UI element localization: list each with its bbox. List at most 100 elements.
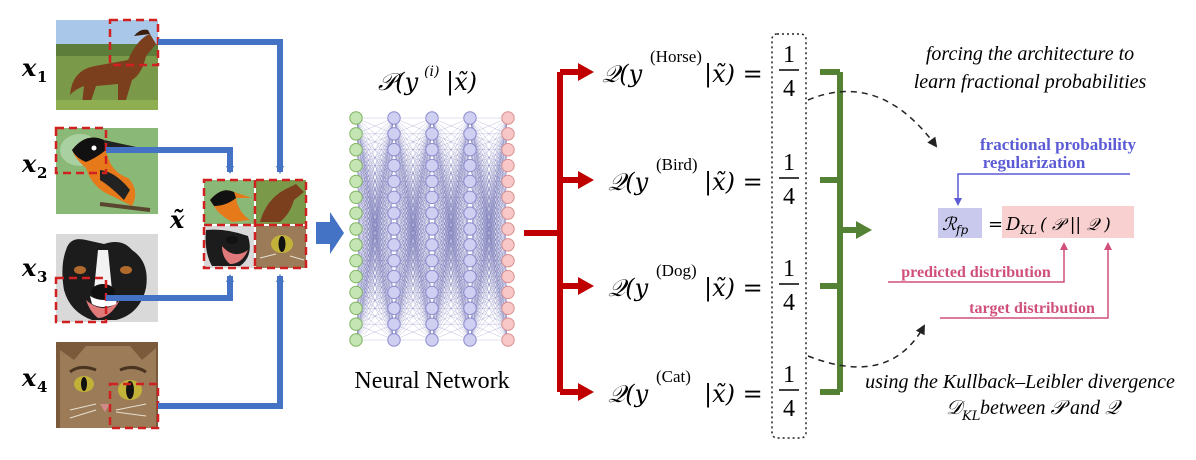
connector-dog: [106, 274, 234, 301]
nn-node-layer-5: [501, 222, 515, 236]
d-args: ( 𝒫 || 𝒬 ): [1040, 215, 1111, 235]
nn-edge: [355, 133, 395, 341]
nn-edge: [431, 117, 471, 245]
prob-label-tail: |x̃): [446, 68, 477, 97]
nn-edge: [431, 197, 471, 341]
nn-edge: [431, 117, 471, 261]
input-var-4: x: [21, 363, 37, 392]
input-var-2: x: [21, 149, 37, 178]
nn-node-layer-3: [425, 127, 439, 141]
connector-horse: [158, 39, 284, 174]
nn-node-layer-1: [349, 111, 363, 125]
nn-node-layer-3: [425, 222, 439, 236]
blue-connectors: [106, 39, 284, 409]
annotation-bottom-line2: 𝒟 KL between 𝒫 and 𝒬: [946, 395, 1123, 424]
red-output-tree: [524, 69, 580, 395]
dashed-arrow-bottom: [807, 324, 925, 368]
input-label-2: x 2: [21, 149, 47, 182]
nn-edge: [393, 181, 433, 341]
r-sub: fp: [955, 223, 968, 237]
nn-edge: [393, 117, 433, 325]
r-fp-box: [938, 208, 982, 238]
d-sub: KL: [1019, 223, 1037, 237]
annotation-dkl-sub: KL: [961, 409, 980, 424]
nn-node-layer-1: [349, 222, 363, 236]
nn-edge: [431, 323, 471, 341]
nn-node-layer-2: [387, 317, 401, 331]
output-tail-horse: |x̃) =: [704, 60, 763, 89]
nn-node-layer-4: [463, 238, 477, 252]
nn-edge: [355, 165, 395, 341]
nn-edge: [469, 117, 509, 277]
input-label-1: x 1: [21, 53, 47, 86]
reg-blue-connector: [954, 173, 1130, 206]
nn-edge: [355, 117, 395, 150]
nn-edge: [393, 308, 433, 341]
nn-edge: [431, 117, 471, 198]
nn-edge: [393, 292, 433, 341]
fractions: 1 4 1 4 1 4 1 4: [779, 42, 799, 422]
nn-edge: [355, 276, 395, 341]
nn-edge: [393, 117, 433, 182]
input-sub-1: 1: [37, 68, 47, 86]
nn-node-layer-3: [425, 285, 439, 300]
output-tail-dog: |x̃) =: [704, 274, 763, 303]
nn-node-layer-4: [463, 111, 477, 125]
frac-num-bird: 1: [783, 150, 795, 176]
nn-edge: [355, 117, 395, 293]
frac-den-bird: 4: [783, 184, 795, 210]
nn-node-layer-5: [501, 127, 515, 141]
frac-num-horse: 1: [783, 42, 795, 68]
nn-edge: [393, 117, 433, 245]
nn-edge: [355, 308, 395, 341]
nn-node-layer-2: [387, 111, 401, 125]
nn-edge: [469, 117, 509, 245]
annotation-bottom-line1: using the Kullback–Leibler divergence: [865, 371, 1175, 393]
nn-node-layer-5: [501, 317, 515, 331]
nn-node-layer-5: [501, 269, 515, 284]
annotation-top-line2: learn fractional probabilities: [914, 71, 1147, 93]
nn-edge: [431, 181, 471, 341]
nn-edge: [355, 260, 395, 341]
nn-edge: [469, 292, 509, 341]
nn-node-layer-5: [501, 111, 515, 125]
nn-node-layer-2: [387, 190, 401, 204]
frac-num-dog: 1: [783, 256, 795, 282]
nn-edge: [393, 213, 433, 341]
input-var-3: x: [21, 253, 37, 282]
nn-edge: [469, 117, 509, 198]
output-dog: 𝒬(y (Dog) |x̃) =: [608, 261, 763, 303]
frac-den-horse: 4: [783, 76, 795, 102]
nn-edge: [393, 117, 433, 293]
green-arrowhead: [856, 221, 872, 239]
nn-node-layer-5: [501, 206, 515, 220]
nn-node-layer-4: [463, 269, 477, 284]
nn-node-layer-3: [425, 301, 439, 315]
nn-node-layer-4: [463, 333, 477, 347]
nn-edge: [469, 133, 509, 341]
nn-edge: [469, 165, 509, 341]
nn-edge: [431, 117, 471, 277]
nn-edge: [469, 308, 509, 341]
nn-edge: [431, 117, 471, 230]
nn-edge: [469, 117, 509, 135]
neural-network: [349, 111, 515, 347]
nn-edge: [393, 165, 433, 341]
nn-node-layer-5: [501, 301, 515, 315]
nn-edge: [469, 117, 509, 325]
nn-edge: [393, 117, 433, 150]
nn-node-layer-3: [425, 158, 439, 173]
nn-node-layer-1: [349, 317, 363, 331]
nn-node-layer-2: [387, 158, 401, 173]
frac-den-dog: 4: [783, 290, 795, 316]
nn-edge: [431, 117, 471, 293]
nn-edge: [431, 133, 471, 341]
nn-node-layer-1: [349, 285, 363, 300]
nn-edge: [469, 117, 509, 182]
nn-edge: [355, 117, 395, 230]
output-sup-dog: (Dog): [656, 261, 697, 280]
nn-edge: [393, 117, 433, 261]
nn-node-layer-2: [387, 301, 401, 315]
nn-node-layer-5: [501, 285, 515, 300]
